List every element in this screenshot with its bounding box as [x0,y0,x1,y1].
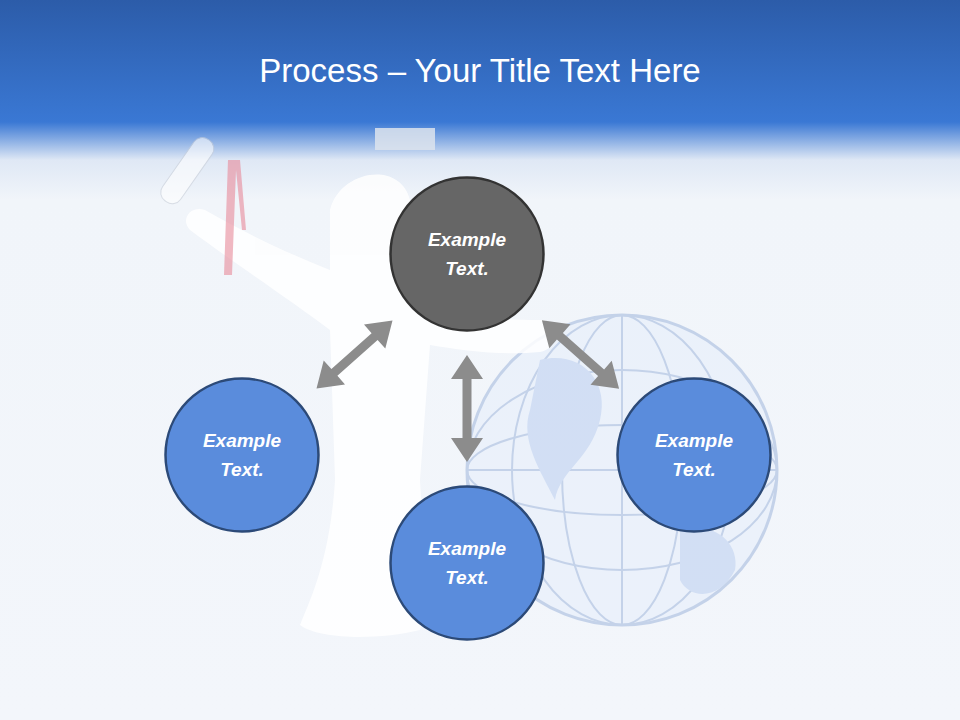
node-text: Example Text. [190,426,294,484]
process-circle: Example Text. [389,176,545,332]
circle-outline [389,176,545,332]
process-circle: Example Text. [616,377,772,533]
process-circle: Example Text. [389,485,545,641]
process-circle: Example Text. [164,377,320,533]
slide-title: Process – Your Title Text Here [0,52,960,90]
node-text: Example Text. [415,534,519,592]
double-arrow [317,321,393,389]
double-arrow [451,355,483,462]
circle-outline [389,485,545,641]
diploma [157,134,246,275]
node-text: Example Text. [642,426,746,484]
double-arrow [542,320,619,388]
circle-outline [616,377,772,533]
circle-outline [164,377,320,533]
node-text: Example Text. [415,225,519,283]
